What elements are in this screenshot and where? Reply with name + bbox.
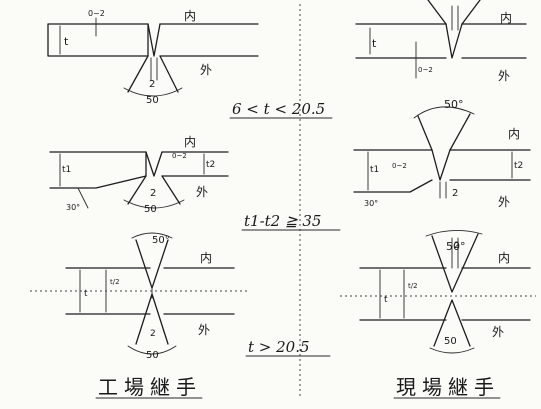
label-t: t <box>384 295 388 305</box>
label-angle-top: 50° <box>446 240 466 253</box>
label-t-half: t/2 <box>408 282 418 290</box>
label-inside: 内 <box>200 251 212 265</box>
field-joint-1: t 0~2 内 外 <box>355 0 527 83</box>
label-gap-2: 2 <box>150 329 156 339</box>
shop-joint-1: t 0~2 2 50 内 外 <box>47 9 259 106</box>
shop-joint-3: t t/2 50° 2 50 内 外 <box>30 232 250 361</box>
label-gap-2: 2 <box>452 188 458 199</box>
shop-joint-2: t1 t2 0~2 2 50 30° 内 外 <box>49 135 229 215</box>
label-outside: 外 <box>200 63 212 77</box>
label-t: t <box>372 37 377 50</box>
label-gap-2: 2 <box>149 79 155 90</box>
label-taper: 30° <box>364 199 378 208</box>
label-inside: 内 <box>500 11 512 25</box>
label-t: t <box>84 289 88 299</box>
field-joint-2: t1 t2 0~2 50° 2 30° 内 外 <box>353 98 531 209</box>
label-outside: 外 <box>198 323 210 337</box>
label-outside: 外 <box>498 69 510 83</box>
condition-row2: t1-t2 ≧ 35 <box>244 212 321 230</box>
label-t1: t1 <box>62 165 71 175</box>
condition-row1: 6 < t < 20.5 <box>232 100 325 118</box>
label-gap-2: 2 <box>454 241 460 251</box>
caption-shop-joint: 工場継手 <box>98 375 202 399</box>
field-joint-3: t t/2 50° 2 50 内 外 <box>340 230 536 354</box>
label-taper: 30° <box>66 203 80 212</box>
label-root: 0~2 <box>418 66 433 74</box>
label-t-half: t/2 <box>110 278 120 286</box>
label-angle-bottom: 50 <box>444 336 457 347</box>
label-angle: 50 <box>146 95 159 106</box>
label-gap-2: 2 <box>150 188 156 199</box>
label-root: 0~2 <box>88 9 105 18</box>
label-angle-top: 50° <box>152 235 170 246</box>
label-outside: 外 <box>492 325 504 339</box>
label-inside: 内 <box>184 135 196 149</box>
label-angle: 50° <box>444 98 464 111</box>
label-inside: 内 <box>498 251 510 265</box>
label-t1: t1 <box>370 165 379 175</box>
label-angle-bottom: 50 <box>146 350 159 361</box>
label-angle: 50 <box>144 204 157 215</box>
label-inside: 内 <box>184 9 196 23</box>
label-t: t <box>64 35 69 48</box>
condition-row3: t > 20.5 <box>248 338 310 356</box>
label-outside: 外 <box>498 195 510 209</box>
caption-field-joint: 現場継手 <box>396 375 500 399</box>
label-outside: 外 <box>196 185 208 199</box>
label-t2: t2 <box>206 160 215 170</box>
label-t2: t2 <box>514 161 523 171</box>
label-inside: 内 <box>508 127 520 141</box>
label-root: 0~2 <box>392 162 407 170</box>
label-root: 0~2 <box>172 152 187 160</box>
